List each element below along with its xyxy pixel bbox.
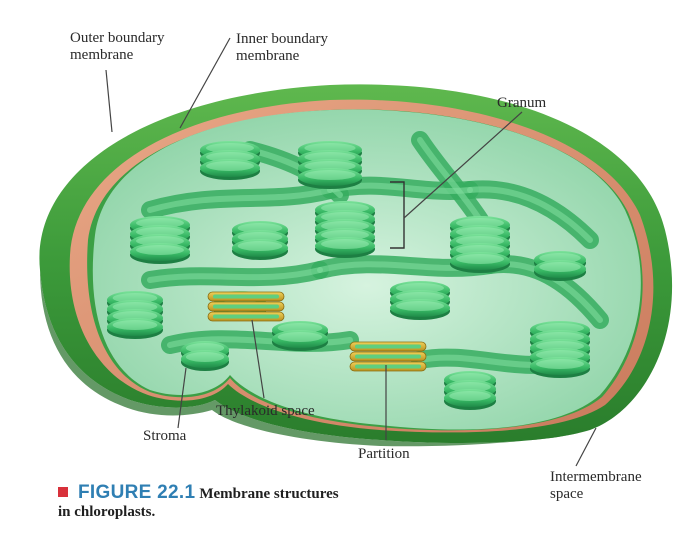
label-outer-boundary-membrane: Outer boundary membrane	[70, 30, 165, 64]
caption-square-icon	[58, 487, 68, 497]
label-intermembrane-line1: Intermembrane	[550, 469, 642, 485]
label-outer-boundary-line2: membrane	[70, 47, 134, 63]
figure-caption: FIGURE 22.1 Membrane structures in chlor…	[58, 482, 478, 521]
figure-number: FIGURE 22.1	[78, 482, 196, 503]
label-outer-boundary-line1: Outer boundary	[70, 30, 165, 46]
caption-text-line2: in chloroplasts.	[58, 504, 156, 520]
label-inner-boundary-membrane: Inner boundary membrane	[236, 31, 328, 65]
label-inner-boundary-line2: membrane	[236, 48, 300, 64]
caption-text-line1: Membrane structures	[199, 486, 339, 502]
label-stroma: Stroma	[143, 428, 187, 444]
label-granum: Granum	[497, 95, 547, 111]
leader-lines	[105, 37, 597, 467]
label-inner-boundary-line1: Inner boundary	[236, 31, 329, 47]
thylakoid-network	[107, 131, 609, 410]
granum-bracket	[390, 181, 405, 249]
label-intermembrane-line2: space	[550, 486, 584, 502]
label-thylakoid-space: Thylakoid space	[216, 403, 315, 419]
label-intermembrane-space: Intermembrane space	[550, 469, 642, 503]
partition-highlights	[207, 291, 427, 372]
label-partition: Partition	[358, 446, 410, 462]
